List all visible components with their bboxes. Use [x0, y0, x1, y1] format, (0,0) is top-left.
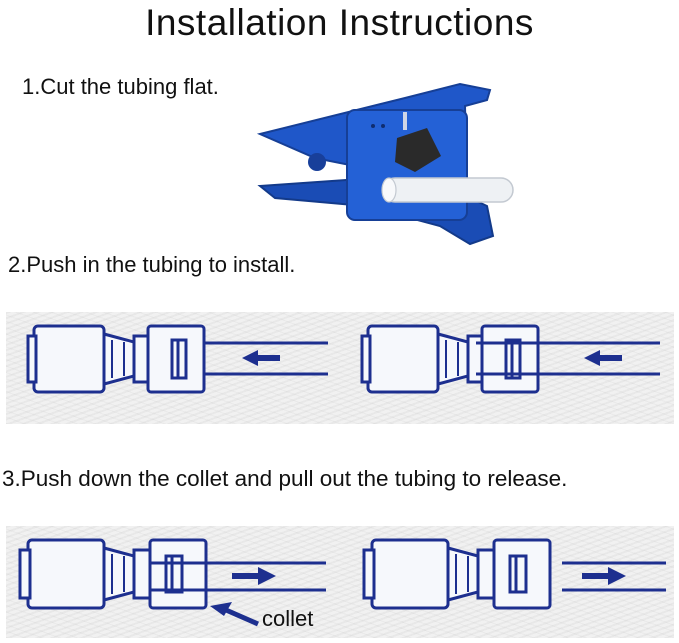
collet-label: collet	[262, 606, 314, 631]
release-diagram-panel	[6, 526, 674, 638]
tube-cutter-icon	[256, 82, 514, 246]
step-3-label: 3.Push down the collet and pull out the …	[2, 466, 568, 491]
pull-out-arrow-icon	[232, 567, 276, 585]
collet-pointer-arrow-icon	[210, 602, 260, 627]
release-fitting-left	[18, 538, 208, 610]
push-in-arrow-icon	[584, 350, 622, 366]
page-title: Installation Instructions	[145, 2, 534, 43]
step-1-label: 1.Cut the tubing flat.	[22, 74, 219, 99]
release-fitting-right	[362, 538, 552, 610]
push-in-arrow-icon	[242, 350, 280, 366]
step-2-label: 2.Push in the tubing to install.	[8, 252, 296, 277]
push-in-fitting-left	[26, 324, 206, 394]
push-in-fitting-right	[360, 324, 540, 394]
install-diagram-panel	[6, 312, 674, 424]
pull-out-arrow-icon	[582, 567, 626, 585]
